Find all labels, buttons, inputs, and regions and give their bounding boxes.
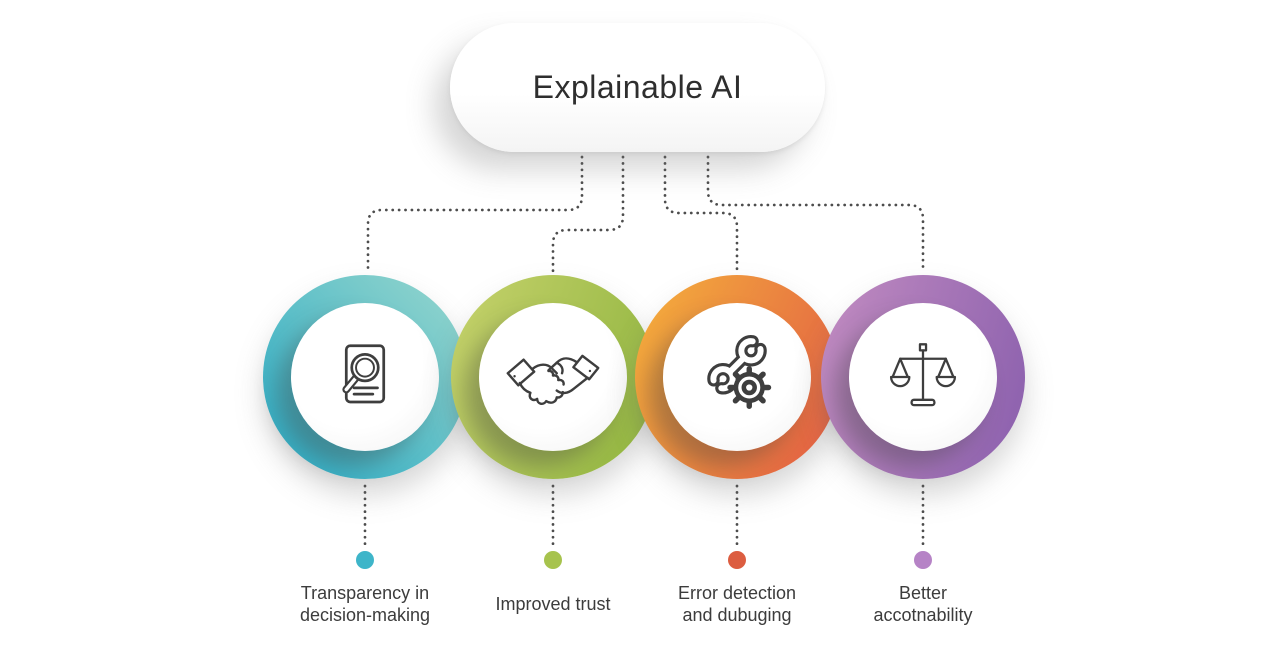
item-dot bbox=[544, 551, 562, 569]
connector-line-4 bbox=[706, 155, 925, 273]
item-label: Better accotnability bbox=[873, 583, 973, 625]
connector-line-3 bbox=[663, 155, 739, 273]
item-error-detection: Error detection and dubuging bbox=[627, 275, 847, 635]
item-dot bbox=[356, 551, 374, 569]
ring-inner-circle bbox=[479, 303, 627, 451]
item-transparency: Transparency in decision-making bbox=[255, 275, 475, 635]
ring-accountability bbox=[821, 275, 1025, 479]
item-accountability: Better accotnability bbox=[813, 275, 1033, 635]
wrench-gear-icon bbox=[707, 335, 772, 409]
title-card: Explainable AI bbox=[450, 23, 825, 152]
item-dot bbox=[914, 551, 932, 569]
ring-inner-circle bbox=[663, 303, 811, 451]
item-dot bbox=[728, 551, 746, 569]
ring-transparency bbox=[263, 275, 467, 479]
scales-icon bbox=[889, 343, 957, 407]
document-search-icon bbox=[342, 344, 386, 404]
connector-line-1 bbox=[366, 155, 584, 273]
item-trust: Improved trust bbox=[443, 275, 663, 635]
item-label: Transparency in decision-making bbox=[299, 583, 431, 625]
item-label: Error detection and dubuging bbox=[677, 583, 797, 625]
item-label: Improved trust bbox=[495, 594, 611, 614]
ring-trust bbox=[451, 275, 655, 479]
connector-line-2 bbox=[551, 155, 625, 273]
ring-inner-circle bbox=[291, 303, 439, 451]
page-title: Explainable AI bbox=[532, 69, 743, 105]
ring-error-detection bbox=[635, 275, 839, 479]
ring-inner-circle bbox=[849, 303, 997, 451]
handshake-icon bbox=[506, 354, 600, 405]
